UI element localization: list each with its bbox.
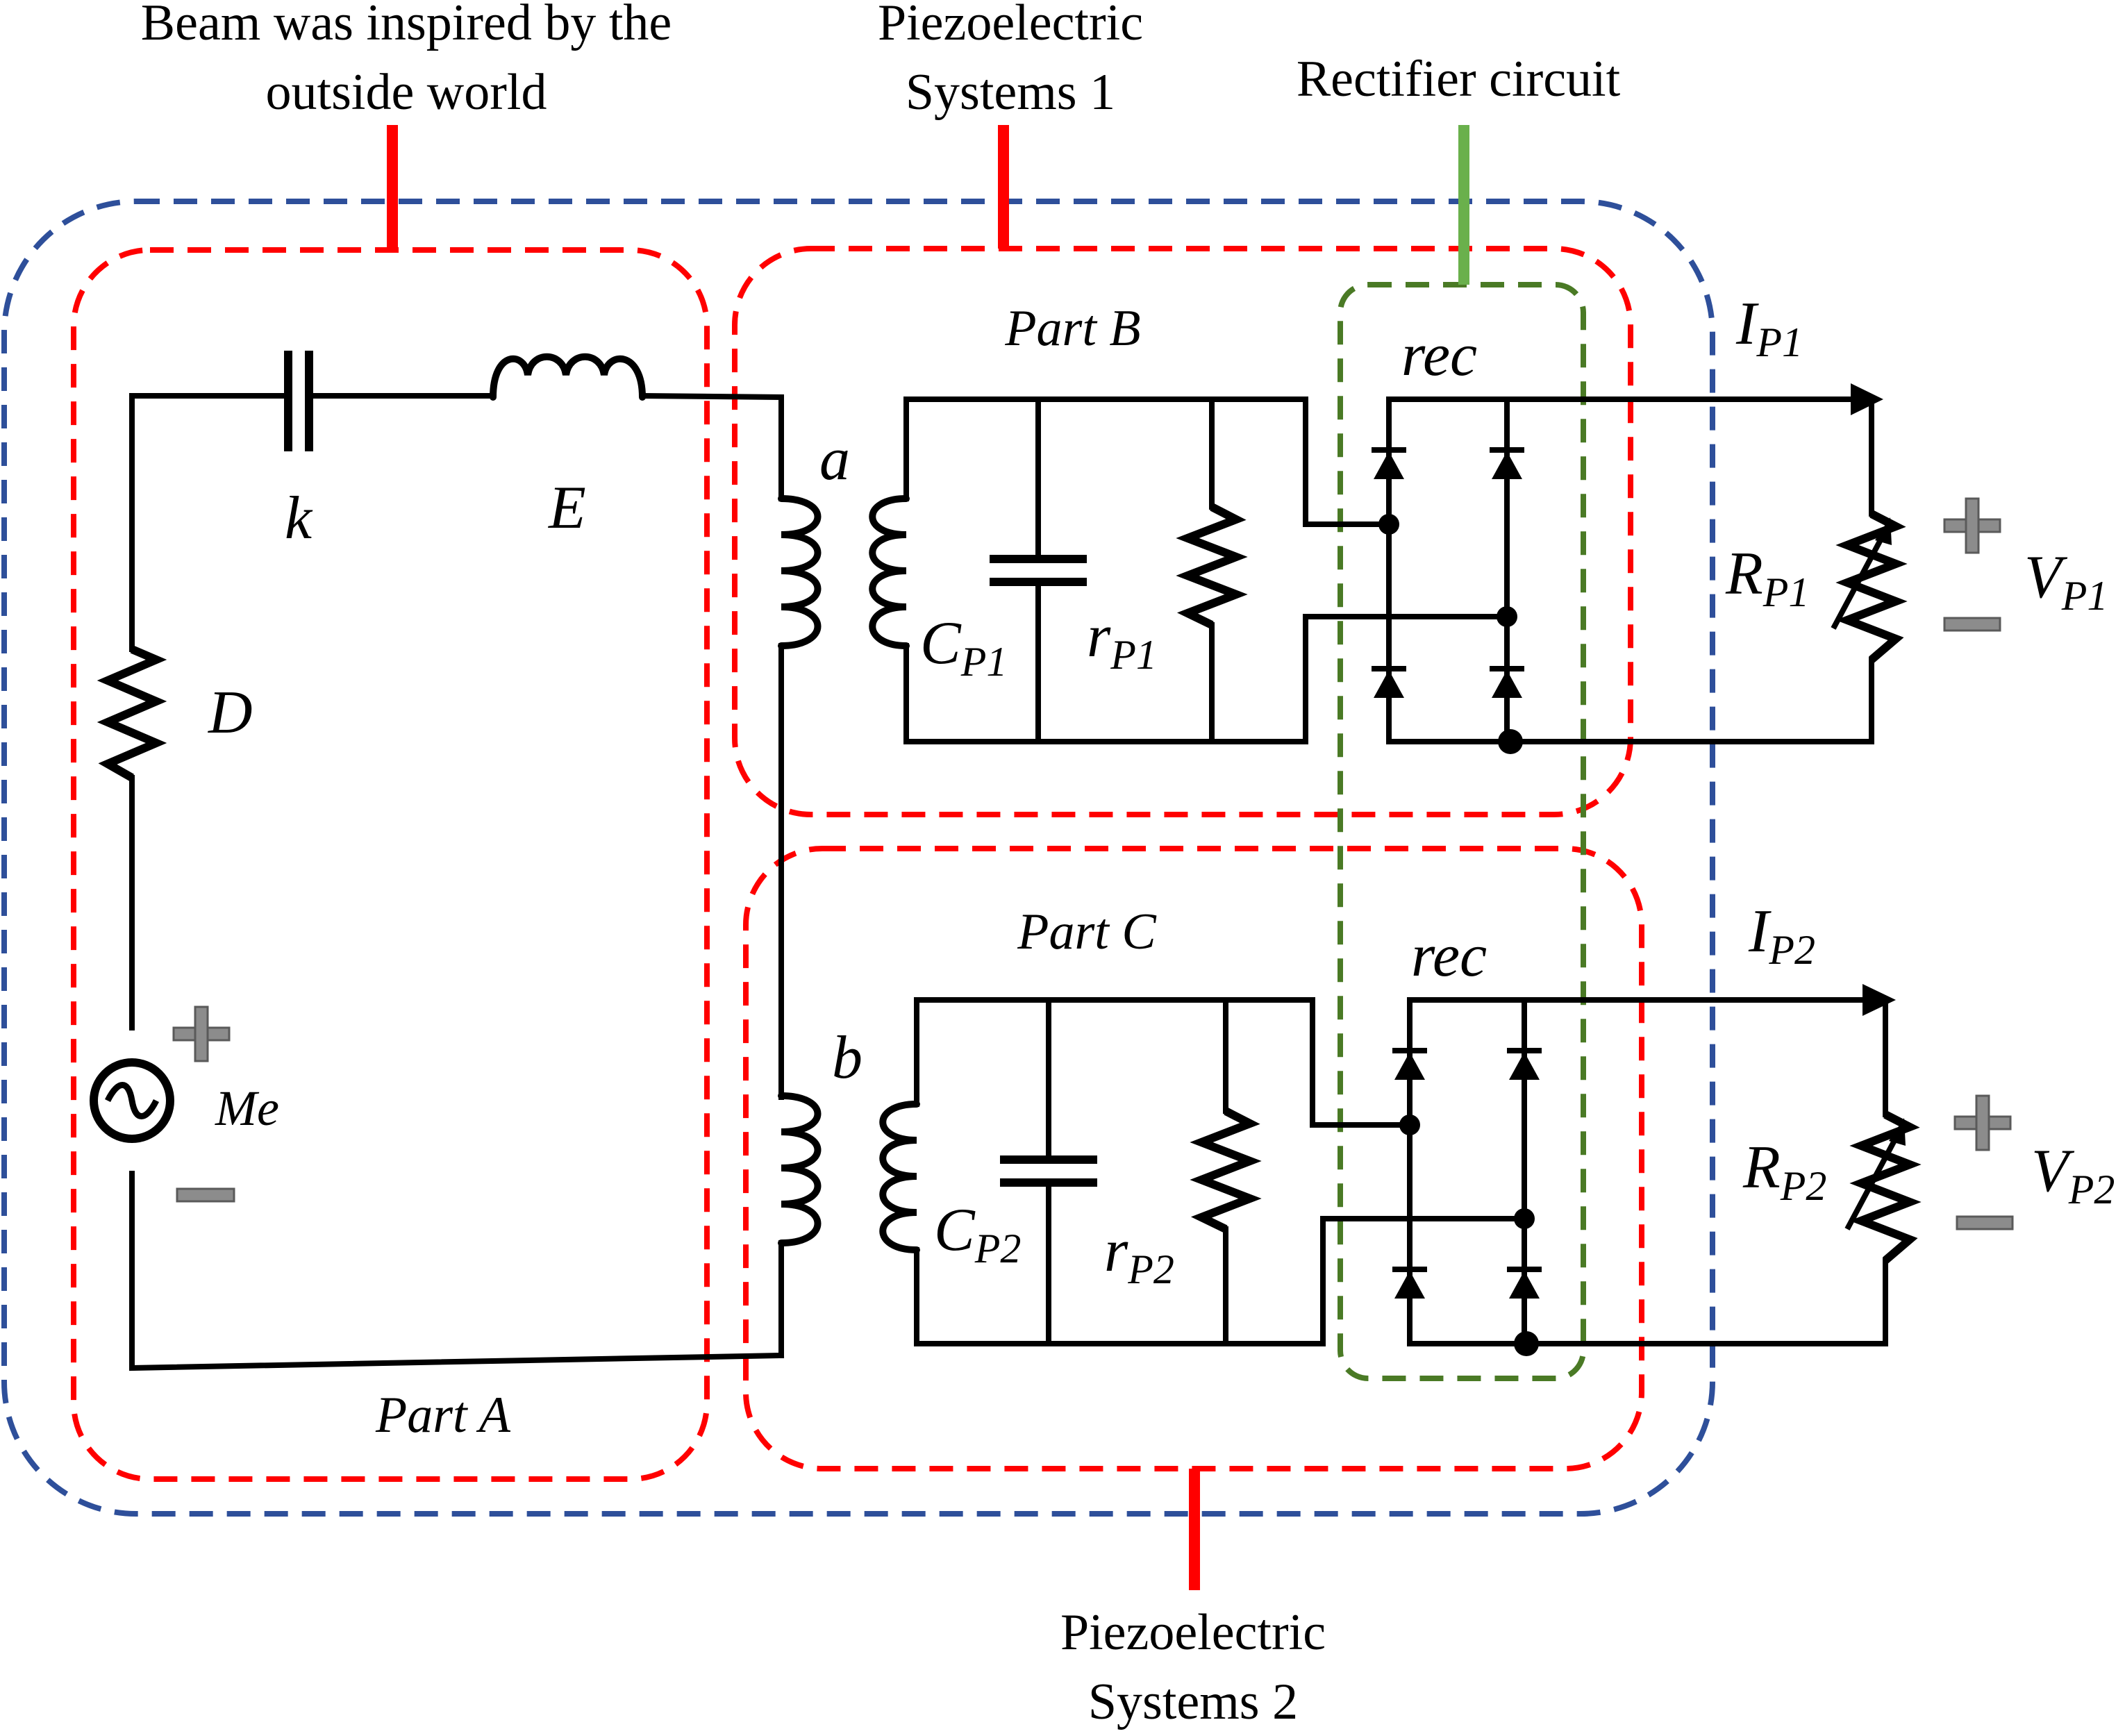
vp1-minus-icon [1943, 617, 2001, 632]
label-vp1: VP1 [2024, 544, 2108, 619]
resistor-rp1 [1176, 503, 1248, 629]
label-k: k [285, 485, 313, 552]
label-ip1: IP1 [1735, 290, 1803, 365]
component-labels: k E D Me a b rec rec CP1 rP1 CP2 rP2 IP1… [208, 290, 2115, 1292]
callout-labels: Beam was inspired by the outside world P… [141, 0, 1621, 1730]
output-2 [1862, 984, 1896, 1346]
piezo1-callout-line1: Piezoelectric [878, 0, 1143, 51]
label-ip2: IP2 [1748, 898, 1815, 973]
capacitor-cp2 [1000, 1155, 1097, 1187]
vp1-plus-icon [1943, 497, 2001, 554]
label-vp2: VP2 [2031, 1137, 2115, 1212]
source-me [90, 1058, 174, 1143]
label-cp2: CP2 [934, 1196, 1021, 1271]
part-labels: Part A Part B Part C [375, 300, 1157, 1444]
beam-callout-line2: outside world [266, 64, 547, 121]
label-rp2: rP2 [1104, 1217, 1174, 1292]
capacitor-cp1 [990, 555, 1087, 586]
piezo1-callout-line2: Systems 1 [906, 64, 1115, 121]
part-c-label: Part C [1017, 903, 1157, 960]
resistor-d [97, 645, 167, 782]
current-ip1-arrow-icon [1851, 383, 1883, 415]
part-b-box [732, 246, 1633, 817]
label-e: E [547, 474, 586, 542]
resistor-rp2 [1190, 1107, 1262, 1233]
part-b-circuit [903, 397, 1510, 744]
label-rec-bottom: rec [1411, 922, 1487, 990]
source-plus-icon [172, 1005, 231, 1062]
part-a-box [71, 247, 710, 1482]
rectifier-callout: Rectifier circuit [1297, 51, 1621, 108]
part-c-circuit [914, 997, 1527, 1346]
label-rp1: rP1 [1087, 603, 1157, 678]
coil-a-primary [778, 495, 822, 649]
rectifier-bridge-top [1372, 397, 1874, 754]
variable-resistor-rp1 [1831, 510, 1908, 663]
vp2-plus-icon [1953, 1094, 2012, 1151]
label-rp1-load: RP1 [1725, 540, 1809, 615]
label-rp2-load: RP2 [1742, 1134, 1826, 1209]
part-a-circuit [129, 392, 785, 1371]
part-a-label: Part A [375, 1387, 511, 1444]
source-minus-icon [176, 1187, 235, 1203]
coil-b-secondary [879, 1101, 920, 1253]
capacitor-k [284, 351, 313, 451]
beam-callout-line1: Beam was inspired by the [141, 0, 672, 51]
coil-a-secondary [869, 495, 910, 649]
callout-leaders [387, 125, 1469, 1590]
label-b: b [832, 1024, 862, 1092]
piezo2-callout-line2: Systems 2 [1088, 1674, 1298, 1730]
label-a: a [819, 426, 850, 493]
label-cp1: CP1 [920, 610, 1007, 685]
label-d: D [208, 679, 253, 746]
coil-b-primary [778, 1092, 822, 1246]
rectifier-bridge-bottom [1392, 997, 1888, 1356]
vp2-minus-icon [1956, 1215, 2014, 1230]
part-b-label: Part B [1004, 300, 1140, 357]
variable-resistor-rp2 [1844, 1110, 1922, 1264]
label-me: Me [215, 1080, 279, 1136]
inductor-e [490, 353, 646, 401]
piezo2-callout-line1: Piezoelectric [1060, 1604, 1326, 1661]
system-boundary-box [1, 199, 1715, 1517]
output-1 [1851, 383, 1883, 744]
label-rec-top: rec [1401, 322, 1477, 389]
current-ip2-arrow-icon [1862, 984, 1896, 1016]
